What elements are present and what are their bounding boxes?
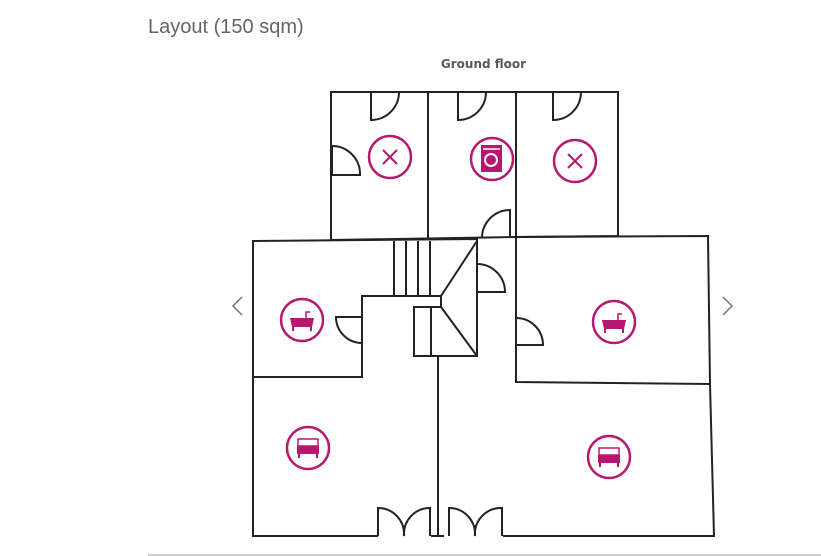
wall [503, 383, 716, 537]
x-icon [367, 134, 413, 180]
prev-floor-button[interactable] [226, 290, 250, 322]
bathtub-icon [279, 297, 325, 343]
wall [252, 377, 378, 537]
door [481, 208, 511, 238]
stair [440, 240, 478, 297]
divider [148, 554, 821, 556]
bed-icon [586, 434, 632, 480]
bathtub-icon [591, 299, 637, 345]
door [334, 316, 363, 344]
stair [440, 306, 478, 357]
door [516, 317, 545, 346]
door [331, 145, 362, 176]
floor-label: Ground floor [440, 57, 527, 71]
door [476, 263, 507, 293]
door [448, 506, 503, 537]
chevron-right-icon [722, 296, 734, 316]
room-icons [279, 134, 637, 480]
doors [331, 91, 582, 537]
x-icon [552, 138, 598, 184]
door [552, 91, 582, 122]
washing-machine-icon [469, 136, 515, 182]
wall [515, 234, 712, 386]
bed-icon [285, 425, 331, 471]
wall [252, 237, 478, 378]
door [370, 91, 400, 122]
next-floor-button[interactable] [716, 290, 740, 322]
page-title: Layout (150 sqm) [148, 16, 304, 38]
door [457, 91, 487, 122]
chevron-left-icon [231, 296, 243, 316]
walls [252, 91, 716, 537]
door [377, 506, 431, 537]
